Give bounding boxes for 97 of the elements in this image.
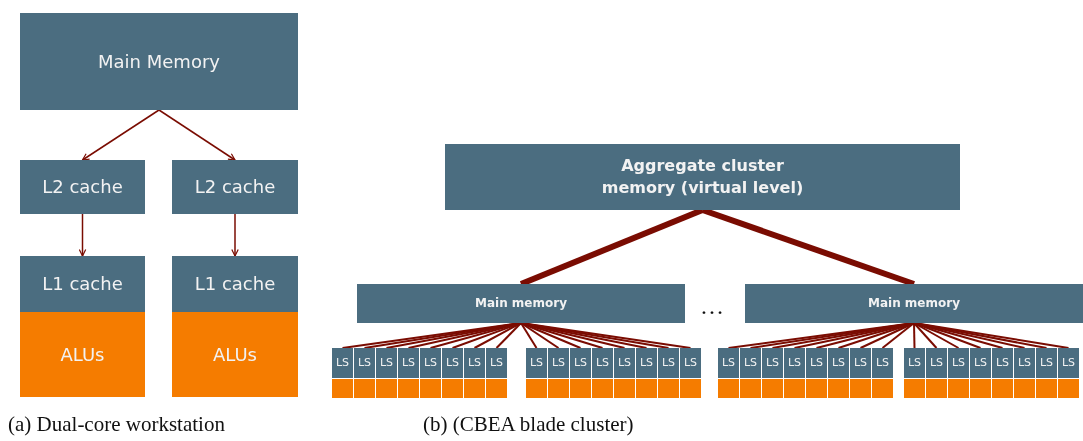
connector-line (520, 322, 538, 349)
caption: (a) Dual-core workstation (8, 412, 225, 437)
box-label: LS (1060, 355, 1077, 371)
local-store-box (442, 348, 463, 378)
box-label: LS (400, 355, 417, 371)
local-store-box (570, 348, 591, 378)
box-label: LS (720, 355, 737, 371)
box-label: LS (874, 355, 891, 371)
local-store-box (592, 348, 613, 378)
box-label: LS (742, 355, 759, 371)
local-store-box (420, 348, 441, 378)
arrow (78, 213, 87, 257)
box-label: Aggregate cluster memory (virtual level) (600, 154, 805, 199)
memory-box (745, 284, 1083, 323)
box-label: LS (572, 355, 589, 371)
local-store-box (486, 348, 507, 378)
local-store-box (332, 348, 353, 378)
box-label: Main memory (474, 295, 568, 312)
box-label: LS (422, 355, 439, 371)
box-label: LS (488, 355, 505, 371)
box-label: ALUs (212, 342, 258, 367)
box-label: LS (808, 355, 825, 371)
memory-box (445, 144, 960, 210)
memory-box (357, 284, 685, 323)
cache-box (20, 256, 145, 312)
local-store-box (740, 348, 761, 378)
local-store-box (718, 348, 739, 378)
local-store-box (970, 348, 991, 378)
local-store-box (354, 348, 375, 378)
alu-box (172, 312, 298, 397)
box-label: LS (594, 355, 611, 371)
connector-line (881, 322, 915, 349)
box-label: LS (1038, 355, 1055, 371)
local-store-box (526, 348, 547, 378)
memory-box (20, 13, 298, 110)
local-store-box (948, 348, 969, 378)
box-label: LS (466, 355, 483, 371)
local-store-box (926, 348, 947, 378)
local-store-box (784, 348, 805, 378)
local-store-box (1036, 348, 1057, 378)
alu-box (20, 312, 145, 397)
box-label: Main memory (867, 295, 961, 312)
box-label: LS (972, 355, 989, 371)
box-label: LS (786, 355, 803, 371)
local-store-box (762, 348, 783, 378)
box-label: LS (682, 355, 699, 371)
box-label: LS (616, 355, 633, 371)
box-label: L2 cache (193, 175, 277, 200)
box-label: LS (764, 355, 781, 371)
cache-box (20, 160, 145, 214)
box-label: LS (378, 355, 395, 371)
local-store-box (850, 348, 871, 378)
box-label: Main Memory (97, 49, 221, 74)
local-store-box (806, 348, 827, 378)
local-store-box (680, 348, 701, 378)
box-label: ALUs (59, 342, 106, 367)
local-store-box (376, 348, 397, 378)
box-label: L1 cache (193, 272, 277, 297)
arrow (158, 109, 236, 161)
connector-line (913, 322, 938, 349)
cache-box (172, 256, 298, 312)
connector-line (913, 322, 916, 349)
box-label: LS (1016, 355, 1033, 371)
connector-line (495, 322, 522, 349)
arrow (231, 213, 239, 257)
box-label: LS (356, 355, 373, 371)
box-label: LS (994, 355, 1011, 371)
box-label: LS (660, 355, 677, 371)
local-store-box (1058, 348, 1079, 378)
local-store-box (872, 348, 893, 378)
ellipsis: … (700, 293, 724, 320)
box-label: LS (444, 355, 461, 371)
local-store-box (658, 348, 679, 378)
box-label: LS (928, 355, 945, 371)
box-label: LS (852, 355, 869, 371)
box-label: LS (638, 355, 655, 371)
box-label: LS (906, 355, 923, 371)
box-label: LS (550, 355, 567, 371)
local-store-box (464, 348, 485, 378)
connector-line (520, 322, 560, 349)
local-store-box (904, 348, 925, 378)
caption: (b) (CBEA blade cluster) (423, 412, 634, 437)
box-label: L2 cache (41, 175, 124, 200)
local-store-box (828, 348, 849, 378)
local-store-box (614, 348, 635, 378)
local-store-box (636, 348, 657, 378)
box-label: LS (334, 355, 351, 371)
box-label: LS (528, 355, 545, 371)
box-label: LS (950, 355, 967, 371)
local-store-box (398, 348, 419, 378)
box-label: L1 cache (41, 272, 124, 297)
local-store-box (1014, 348, 1035, 378)
local-store-box (548, 348, 569, 378)
cache-box (172, 160, 298, 214)
arrow (81, 109, 160, 161)
box-label: LS (830, 355, 847, 371)
local-store-box (992, 348, 1013, 378)
